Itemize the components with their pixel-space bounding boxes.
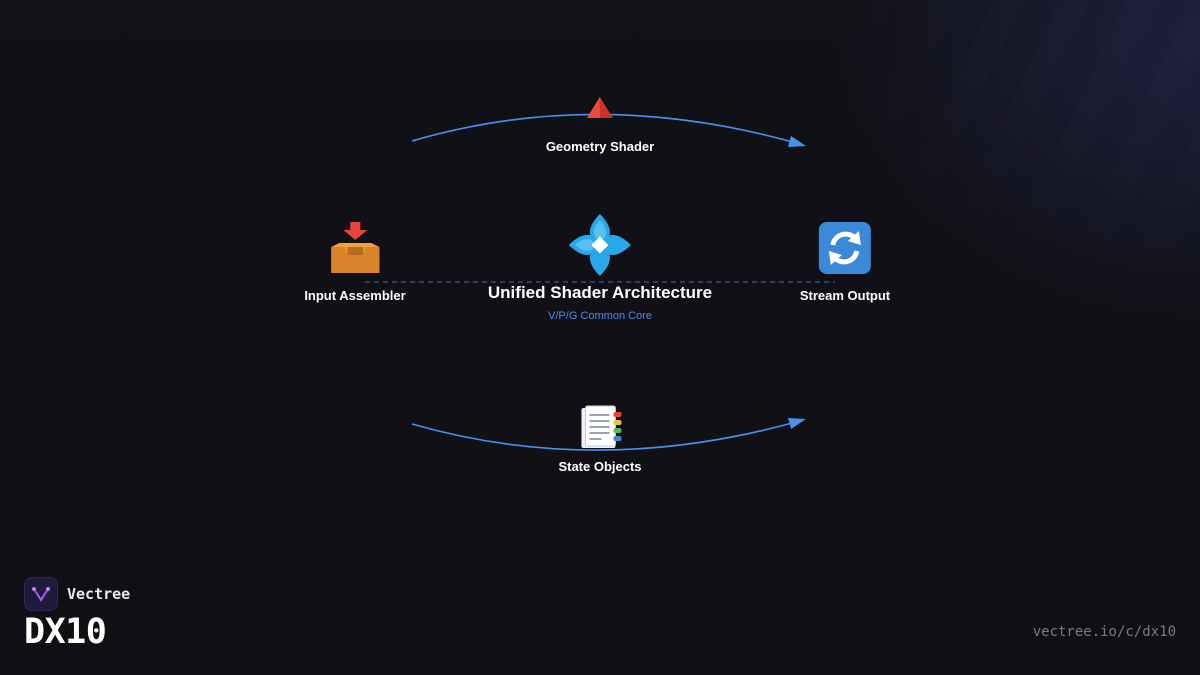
node-label: State Objects bbox=[558, 459, 642, 474]
bookmark-tabs-icon bbox=[581, 405, 621, 448]
product-title: DX10 bbox=[24, 612, 107, 652]
source-url[interactable]: vectree.io/c/dx10 bbox=[1032, 624, 1176, 640]
node-label: Geometry Shader bbox=[545, 139, 655, 154]
node-label: Stream Output bbox=[799, 288, 891, 303]
node-stream-output: Stream Output bbox=[800, 221, 890, 303]
top-arc-arrowhead bbox=[788, 136, 806, 147]
center-subtitle: V/P/G Common Core bbox=[548, 310, 652, 322]
node-geometry-shader: Geometry Shader bbox=[546, 96, 654, 154]
node-input-assembler: Input Assembler bbox=[304, 221, 406, 303]
vectree-logo-icon bbox=[24, 577, 58, 611]
counterclockwise-arrows-icon bbox=[818, 222, 871, 274]
node-state-objects: State Objects bbox=[558, 405, 642, 474]
diamond-cluster-icon bbox=[568, 214, 631, 276]
node-unified-shader-architecture: Unified Shader Architecture V/P/G Common… bbox=[488, 212, 712, 322]
brand-block: Vectree bbox=[24, 577, 130, 611]
inbox-tray-icon bbox=[331, 222, 379, 273]
bottom-arc-arrowhead bbox=[788, 418, 806, 429]
center-title: Unified Shader Architecture bbox=[487, 283, 713, 302]
red-triangle-icon bbox=[587, 97, 613, 118]
node-label: Input Assembler bbox=[304, 288, 406, 303]
bottom-arc-connector bbox=[411, 419, 804, 451]
brand-name: Vectree bbox=[67, 585, 131, 603]
